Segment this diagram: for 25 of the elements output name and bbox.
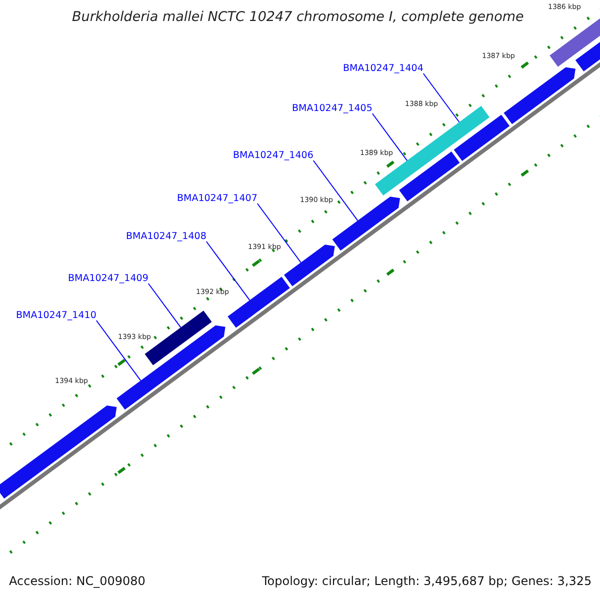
gene-feature [116,325,226,410]
title: Burkholderia mallei NCTC 10247 chromosome I, complete genome [72,11,524,24]
gene-label: BMA10247_1404 [343,64,424,74]
gene-feature [228,276,290,328]
gene-label: BMA10247_1409 [68,274,148,284]
gene-label: BMA10247_1405 [292,104,372,114]
leader-line [422,73,460,123]
gene-feature [504,67,576,124]
leader-line [256,203,302,263]
info-text: Accession: NC_009080 [9,575,146,587]
leader-line [206,241,250,301]
leader-line [372,113,408,162]
gene-feature [332,196,400,251]
leader-line [148,283,182,328]
gene-label: BMA10247_1410 [16,311,96,320]
gene-feature [399,152,460,202]
gene-feature [0,405,117,499]
gene-label: BMA10247_1408 [126,232,206,242]
gene-feature [284,244,335,286]
info-text: Topology: circular; Length: 3,495,687 bp; Genes: 3,325 [262,575,592,587]
gene-label: BMA10247_1406 [233,151,314,160]
leader-line [96,320,142,382]
gene-label: BMA10247_1407 [177,194,258,204]
leader-line [312,160,358,222]
gene-feature [454,114,510,161]
